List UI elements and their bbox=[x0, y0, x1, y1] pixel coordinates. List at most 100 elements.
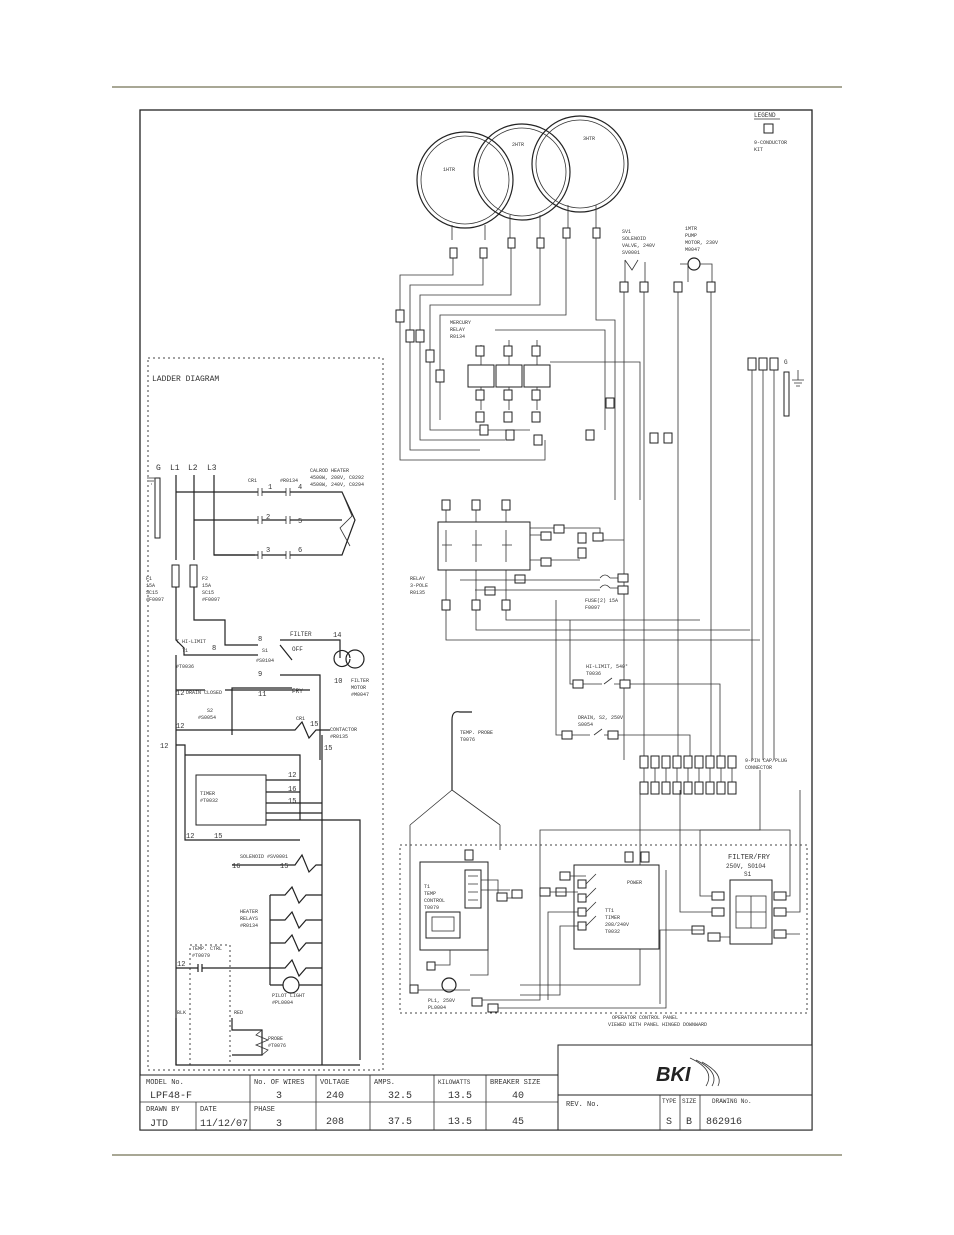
timer-module bbox=[573, 864, 660, 950]
connector-label-1: 9-PIN CAP/PLUG bbox=[745, 758, 787, 764]
filter-motor-label-2: MOTOR bbox=[351, 685, 366, 691]
val-phase: 3 bbox=[276, 1119, 282, 1130]
val-drawing-no: 862916 bbox=[706, 1117, 742, 1128]
hdr-size: SIZE bbox=[682, 1098, 697, 1105]
connector-pin bbox=[683, 755, 693, 769]
solenoid-label: SOLENOID #SV0001 bbox=[240, 854, 288, 860]
fuse-label-1: FUSE(2) 15A bbox=[585, 598, 618, 604]
mercury-relay-label-1: MERCURY bbox=[450, 320, 471, 326]
wire-num-16: 16 bbox=[288, 786, 296, 794]
panel-pilot-light bbox=[441, 977, 457, 993]
blk-label: BLK bbox=[177, 1010, 186, 1016]
wire-num-12b: 12 bbox=[176, 723, 184, 731]
wire-num-10: 10 bbox=[334, 678, 342, 686]
heater-caption-2: 4500W, 208V, C0292 bbox=[310, 475, 364, 481]
f1-label-2: 15A bbox=[146, 583, 155, 589]
mercury-relay-2 bbox=[495, 364, 523, 388]
sv1-and-pump: SV1 SOLENOID VALVE, 240V SV0001 1MTR PUM… bbox=[619, 226, 718, 760]
heater-relays-label-1: HEATER bbox=[240, 909, 258, 915]
connector-pin bbox=[672, 755, 682, 769]
hdr-drawn-by: DRAWN BY bbox=[146, 1106, 180, 1114]
wire-num-14a: 15 bbox=[310, 721, 318, 729]
connector-label-2: CONNECTOR bbox=[745, 765, 772, 771]
connector-pin bbox=[683, 781, 693, 795]
wire-num-12e: 12 bbox=[186, 833, 194, 841]
filter-motor-label-3: #M0047 bbox=[351, 692, 369, 698]
pilot-light-label-1: PILOT LIGHT bbox=[272, 993, 305, 999]
line-l3: L3 bbox=[207, 464, 217, 473]
pump-motor-symbol bbox=[687, 257, 701, 271]
pump-label-4: M0047 bbox=[685, 247, 700, 253]
val-amps: 32.5 bbox=[388, 1091, 412, 1102]
heater-elements: 1HTR 2HTR 3HTR bbox=[416, 115, 629, 259]
hdr-wires: No. OF WIRES bbox=[254, 1079, 304, 1087]
upper-wiring: MERCURY RELAY R0134 bbox=[395, 238, 641, 500]
logo-block: BKI bbox=[557, 1044, 813, 1096]
connector-pin bbox=[716, 755, 726, 769]
ladder-title: LADDER DIAGRAM bbox=[152, 375, 219, 384]
val-type: S bbox=[666, 1117, 672, 1128]
f1-label-4: #F0097 bbox=[146, 597, 164, 603]
connector-pin bbox=[727, 755, 737, 769]
drain-closed-label-1: DRAIN CLOSED bbox=[186, 690, 222, 696]
ladder-diagram: LADDER DIAGRAM G L1 L2 L3 CR1 #R0134 CAL… bbox=[146, 357, 384, 1071]
fuse-label-2: F0097 bbox=[585, 605, 600, 611]
nine-pin-connector bbox=[639, 755, 737, 795]
probe-label-1: PROBE bbox=[268, 1036, 283, 1042]
val-model: LPF48-F bbox=[150, 1091, 192, 1102]
legend-text-2: KIT bbox=[754, 147, 763, 153]
line-l1: L1 bbox=[170, 464, 180, 473]
relay-label-1: RELAY bbox=[410, 576, 425, 582]
probe-label-2: #T0076 bbox=[268, 1043, 286, 1049]
legend-title: LEGEND bbox=[754, 112, 776, 119]
mercury-relay-label-3: R0134 bbox=[450, 334, 465, 340]
hilimit-label-1: T HI-LIMIT bbox=[176, 639, 206, 645]
val-wires: 3 bbox=[276, 1091, 282, 1102]
relay-label-3: R0135 bbox=[410, 590, 425, 596]
hdr-kilowatts: KILOWATTS bbox=[438, 1079, 471, 1086]
val-kilowatts: 13.5 bbox=[448, 1091, 472, 1102]
red-label: RED bbox=[234, 1010, 243, 1016]
heater-3-label: 3HTR bbox=[583, 136, 595, 142]
heater-2-label: 2HTR bbox=[512, 142, 524, 148]
drain-closed-label-2: S2 bbox=[207, 708, 213, 714]
pump-label-2: PUMP bbox=[685, 233, 697, 239]
panel-note-2: VIEWED WITH PANEL HINGED DOWNWARD bbox=[608, 1022, 707, 1028]
pilot-light-label-2: #PL0004 bbox=[272, 1000, 293, 1006]
line-g: G bbox=[156, 464, 161, 473]
heater-caption-3: 4500W, 240V, C0294 bbox=[310, 482, 364, 488]
bki-logo: BKI bbox=[656, 1064, 691, 1086]
hdr-voltage: VOLTAGE bbox=[320, 1079, 349, 1087]
f2-label-1: F2 bbox=[202, 576, 208, 582]
hdr-type: TYPE bbox=[662, 1098, 677, 1105]
f2-label-2: 15A bbox=[202, 583, 211, 589]
heater-relays-label-3: #R0134 bbox=[240, 923, 258, 929]
temp-probe-label-1: TEMP. PROBE bbox=[460, 730, 493, 736]
wire-num-14d: 15 bbox=[214, 833, 222, 841]
sv1-label-3: VALVE, 240V bbox=[622, 243, 655, 249]
s1-label-2: #S0104 bbox=[256, 658, 274, 664]
connector-pin bbox=[716, 781, 726, 795]
hdr-date: DATE bbox=[200, 1106, 217, 1114]
connector-pin bbox=[650, 781, 660, 795]
connector-pin bbox=[694, 755, 704, 769]
legend: LEGEND 9-CONDUCTOR KIT bbox=[754, 112, 787, 153]
f1-label-3: SC15 bbox=[146, 590, 158, 596]
filter-motor-symbol bbox=[345, 649, 365, 669]
relay-label-2: 3-POLE bbox=[410, 583, 428, 589]
val-breaker: 40 bbox=[512, 1091, 524, 1102]
temp-control-label-3: CONTROL bbox=[424, 898, 445, 904]
wire-num-1: 1 bbox=[268, 484, 272, 492]
wire-num-8: 8 bbox=[258, 636, 262, 644]
connector-pin bbox=[639, 781, 649, 795]
timer-right-label-4: T0032 bbox=[605, 929, 620, 935]
pl1-label-2: PL0004 bbox=[428, 1005, 446, 1011]
switch-off-label: OFF bbox=[292, 646, 303, 653]
sv1-label-2: SOLENOID bbox=[622, 236, 646, 242]
contactor-label-2: #R0135 bbox=[330, 734, 348, 740]
mercury-relay-1 bbox=[467, 364, 495, 388]
connector-pin bbox=[705, 781, 715, 795]
sv1-label-1: SV1 bbox=[622, 229, 631, 235]
temp-probe: TEMP. PROBE T0076 bbox=[409, 711, 501, 991]
